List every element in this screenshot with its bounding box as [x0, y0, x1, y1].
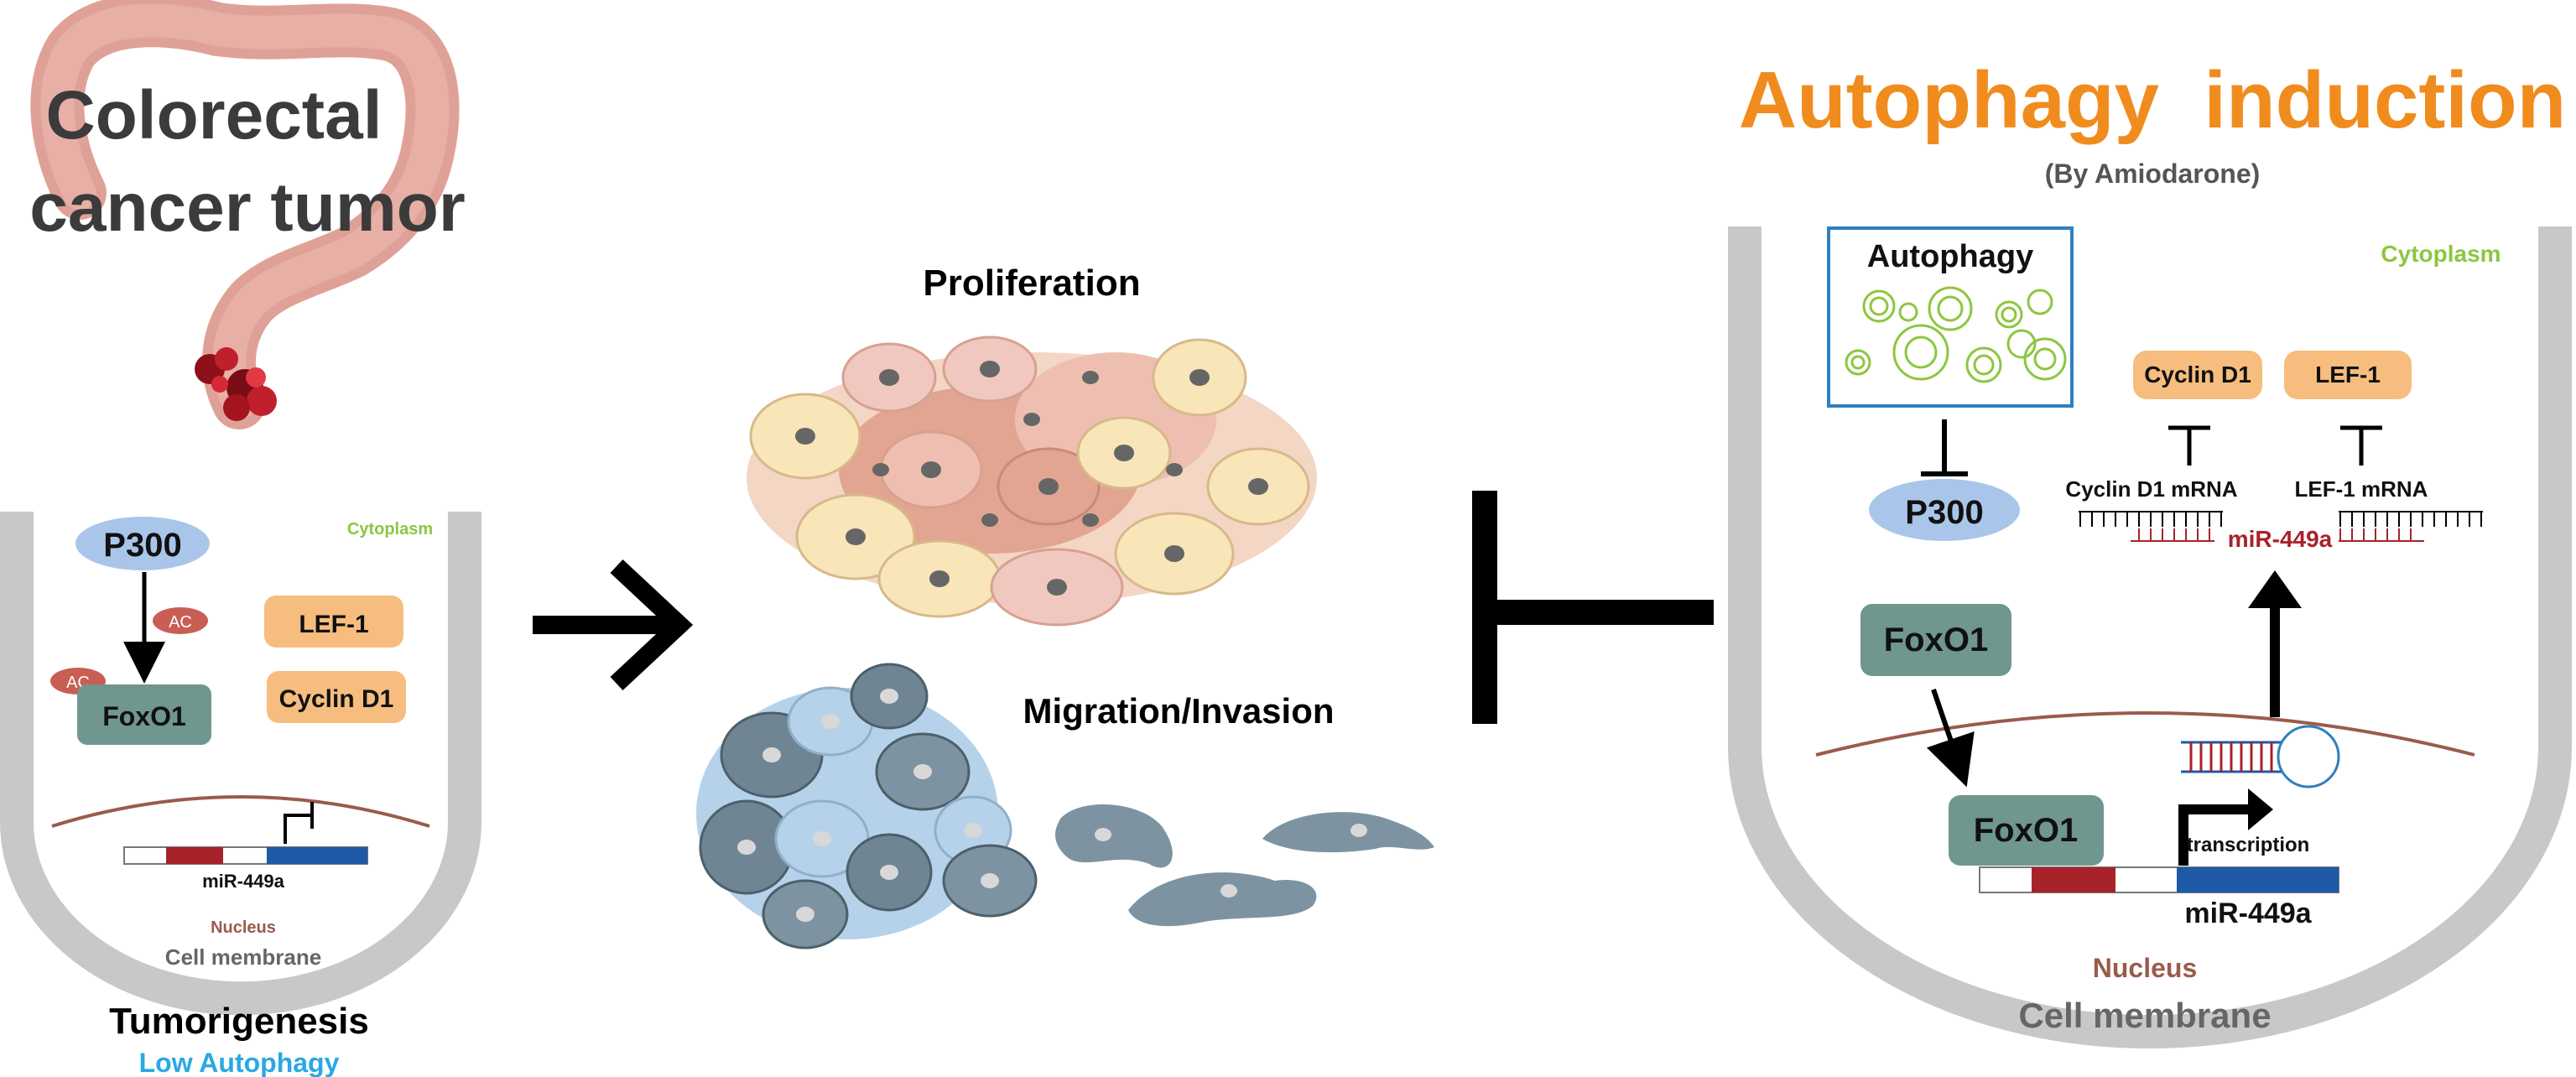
- left-repression-symbol: [284, 802, 314, 844]
- tumor-mass: [195, 347, 277, 421]
- right-foxo1-bottom-box: [1949, 795, 2104, 866]
- right-foxo1-top-label: FoxO1: [1884, 622, 1988, 658]
- right-cytoplasm-label: Cytoplasm: [2381, 241, 2501, 267]
- transcription-arrow: [2178, 804, 2256, 866]
- left-membrane-label: Cell membrane: [165, 944, 321, 970]
- left-gene-bar: [123, 846, 368, 865]
- right-cyclin-label: Cyclin D1: [2144, 362, 2251, 388]
- autophagy-inhibits-p300: [1921, 419, 1968, 476]
- left-cyclin-label: Cyclin D1: [279, 685, 394, 713]
- right-p300-label: P300: [1905, 494, 1983, 531]
- cyclin-bound-mir: [2131, 528, 2214, 542]
- right-nucleus-line: [1815, 711, 2475, 757]
- left-lef1-box: [264, 596, 403, 648]
- lef1-bound-mir: [2339, 528, 2424, 542]
- amiodarone-subtitle: (By Amiodarone): [2045, 159, 2261, 189]
- transcription-arrowhead: [2248, 788, 2273, 830]
- left-cytoplasm-label: Cytoplasm: [347, 520, 433, 538]
- proliferation-label: Proliferation: [923, 263, 1140, 304]
- mir-export-arrowhead: [2248, 570, 2302, 608]
- right-cell-membrane: [1728, 226, 2572, 1048]
- tumor-title-line2: cancer tumor: [29, 169, 466, 246]
- autophagy-box-label: Autophagy: [1867, 239, 2033, 274]
- lef1-mrna-label: LEF-1 mRNA: [2295, 476, 2428, 502]
- right-foxo1-bottom-label: FoxO1: [1974, 812, 2078, 849]
- proliferating-cell-cluster: [747, 336, 1317, 627]
- left-nucleus-line: [51, 795, 430, 828]
- left-foxo1-label: FoxO1: [102, 701, 186, 731]
- migration-invasion-label: Migration/Invasion: [1023, 691, 1334, 731]
- right-mir-label: miR-449a: [2228, 526, 2333, 552]
- tumor-title-line1: Colorectal: [46, 77, 382, 153]
- pre-mir-hairpin: [2181, 725, 2340, 788]
- right-membrane-label: Cell membrane: [2018, 996, 2271, 1035]
- inhibition-bar: [1472, 491, 1714, 724]
- autophagosome-icons: [1845, 286, 2067, 383]
- left-cell-membrane: [0, 512, 481, 1016]
- left-cyclin-box: [267, 671, 406, 723]
- right-foxo1-top-box: [1860, 604, 2011, 676]
- migrating-cell-cluster: [696, 663, 1434, 950]
- cyclin-mrna-strand: [2079, 511, 2223, 527]
- left-ac-label-1: AC: [169, 613, 192, 632]
- cyclin-mrna-label: Cyclin D1 mRNA: [2065, 476, 2237, 502]
- colon-illustration: [30, 0, 460, 429]
- cyclin-translation-block: [2168, 425, 2210, 466]
- low-autophagy-caption: Low Autophagy: [139, 1048, 340, 1077]
- left-p300-label: P300: [103, 527, 181, 564]
- left-nucleus-label: Nucleus: [211, 918, 276, 937]
- lef1-mrna-strand: [2339, 511, 2483, 527]
- right-gene-bar: [1979, 866, 2339, 893]
- right-lef1-box: [2284, 351, 2412, 399]
- right-lef1-label: LEF-1: [2315, 362, 2381, 388]
- left-mir-label: miR-449a: [202, 871, 285, 892]
- transcription-label: transcription: [2187, 834, 2310, 856]
- progression-arrow: [533, 559, 694, 691]
- right-p300-oval: [1869, 479, 2020, 541]
- left-p300-oval: [75, 517, 210, 570]
- left-ac-badge-1: [153, 607, 208, 634]
- right-cyclin-box: [2133, 351, 2262, 399]
- lef1-translation-block: [2340, 425, 2382, 466]
- right-mir-gene-label: miR-449a: [2184, 898, 2312, 929]
- right-nucleus-label: Nucleus: [2093, 953, 2197, 983]
- autophagy-induction-title: Autophagy induction: [1739, 55, 2567, 145]
- foxo1-nuclear-translocation-arrow: [1926, 689, 1975, 788]
- left-foxo1-box: [77, 684, 211, 745]
- left-lef1-label: LEF-1: [299, 611, 368, 638]
- tumorigenesis-caption: Tumorigenesis: [109, 1001, 369, 1042]
